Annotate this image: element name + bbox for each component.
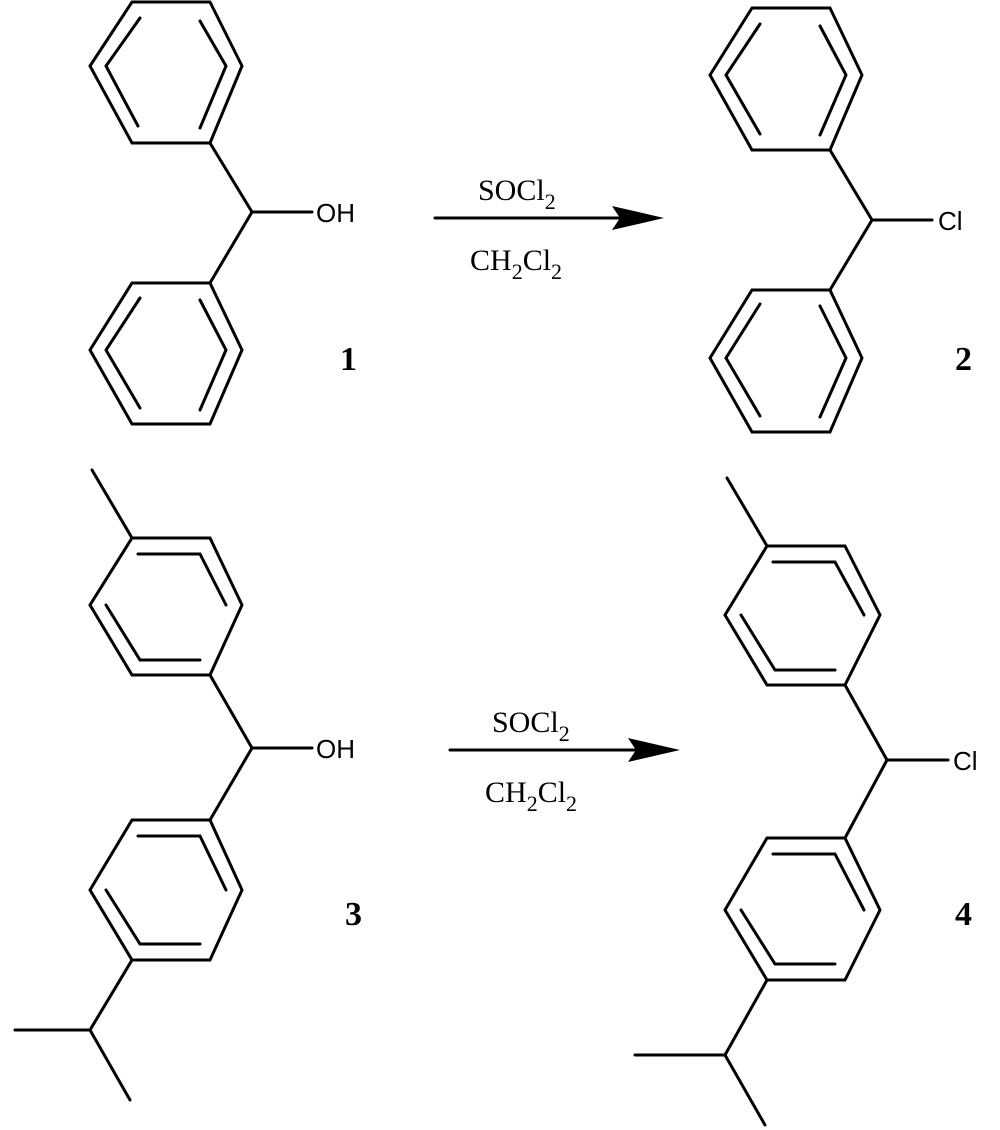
compound-2-structure — [708, 6, 934, 434]
compound-1-number: 1 — [340, 341, 357, 378]
tolyl-ring — [723, 544, 882, 687]
reagent-2-dichloromethane: CH2Cl2 — [485, 776, 577, 816]
reagent-1-dichloromethane: CH2Cl2 — [470, 244, 562, 284]
compound-2-number: 2 — [955, 341, 972, 378]
reagent-1-thionyl-chloride: SOCl2 — [478, 174, 556, 214]
methyl-bond — [90, 468, 134, 540]
tolyl-ring — [88, 536, 244, 677]
phenyl-ring-upper — [88, 0, 244, 145]
reaction-arrow-1 — [433, 206, 664, 230]
isopropyl-group — [633, 978, 769, 1127]
compound-2-chloro-label: Cl — [938, 206, 963, 236]
compound-4-chloro-label: Cl — [953, 746, 978, 776]
compound-3-structure — [13, 468, 314, 1102]
isopropylphenyl-ring — [723, 836, 882, 982]
phenyl-ring-lower — [88, 281, 244, 426]
compound-3-number: 3 — [345, 896, 362, 933]
reagent-2-thionyl-chloride: SOCl2 — [492, 706, 570, 746]
phenyl-ring-upper — [708, 6, 864, 152]
compound-4-structure — [633, 476, 950, 1127]
phenyl-ring-lower — [708, 288, 864, 434]
reaction-arrow-2 — [448, 738, 680, 762]
methyl-bond — [725, 476, 769, 548]
isopropyl-group — [13, 958, 134, 1102]
compound-3-hydroxyl-label: OH — [316, 734, 355, 764]
isopropylphenyl-ring — [88, 818, 244, 962]
compound-1-structure — [88, 0, 314, 426]
compound-4-number: 4 — [955, 896, 972, 933]
compound-1-hydroxyl-label: OH — [316, 198, 355, 228]
